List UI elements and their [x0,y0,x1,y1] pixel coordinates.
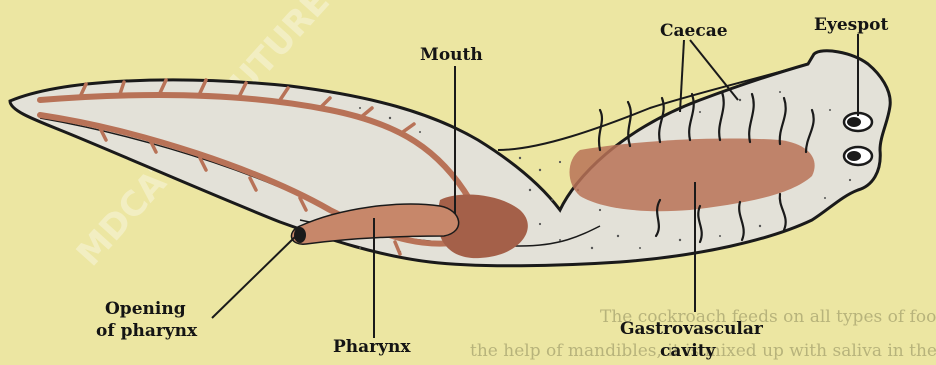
label-caecae: Caecae [660,21,728,41]
label-eyespot: Eyespot [814,15,888,35]
label-gastrovascular-line2: cavity [660,341,717,361]
label-pharynx: Pharynx [333,337,411,357]
label-mouth: Mouth [420,45,483,65]
label-opening-line1: Opening [105,299,186,319]
opening-of-pharynx [294,227,306,243]
label-opening-line2: of pharynx [96,321,198,341]
label-gastrovascular-line1: Gastrovascular [620,319,764,339]
